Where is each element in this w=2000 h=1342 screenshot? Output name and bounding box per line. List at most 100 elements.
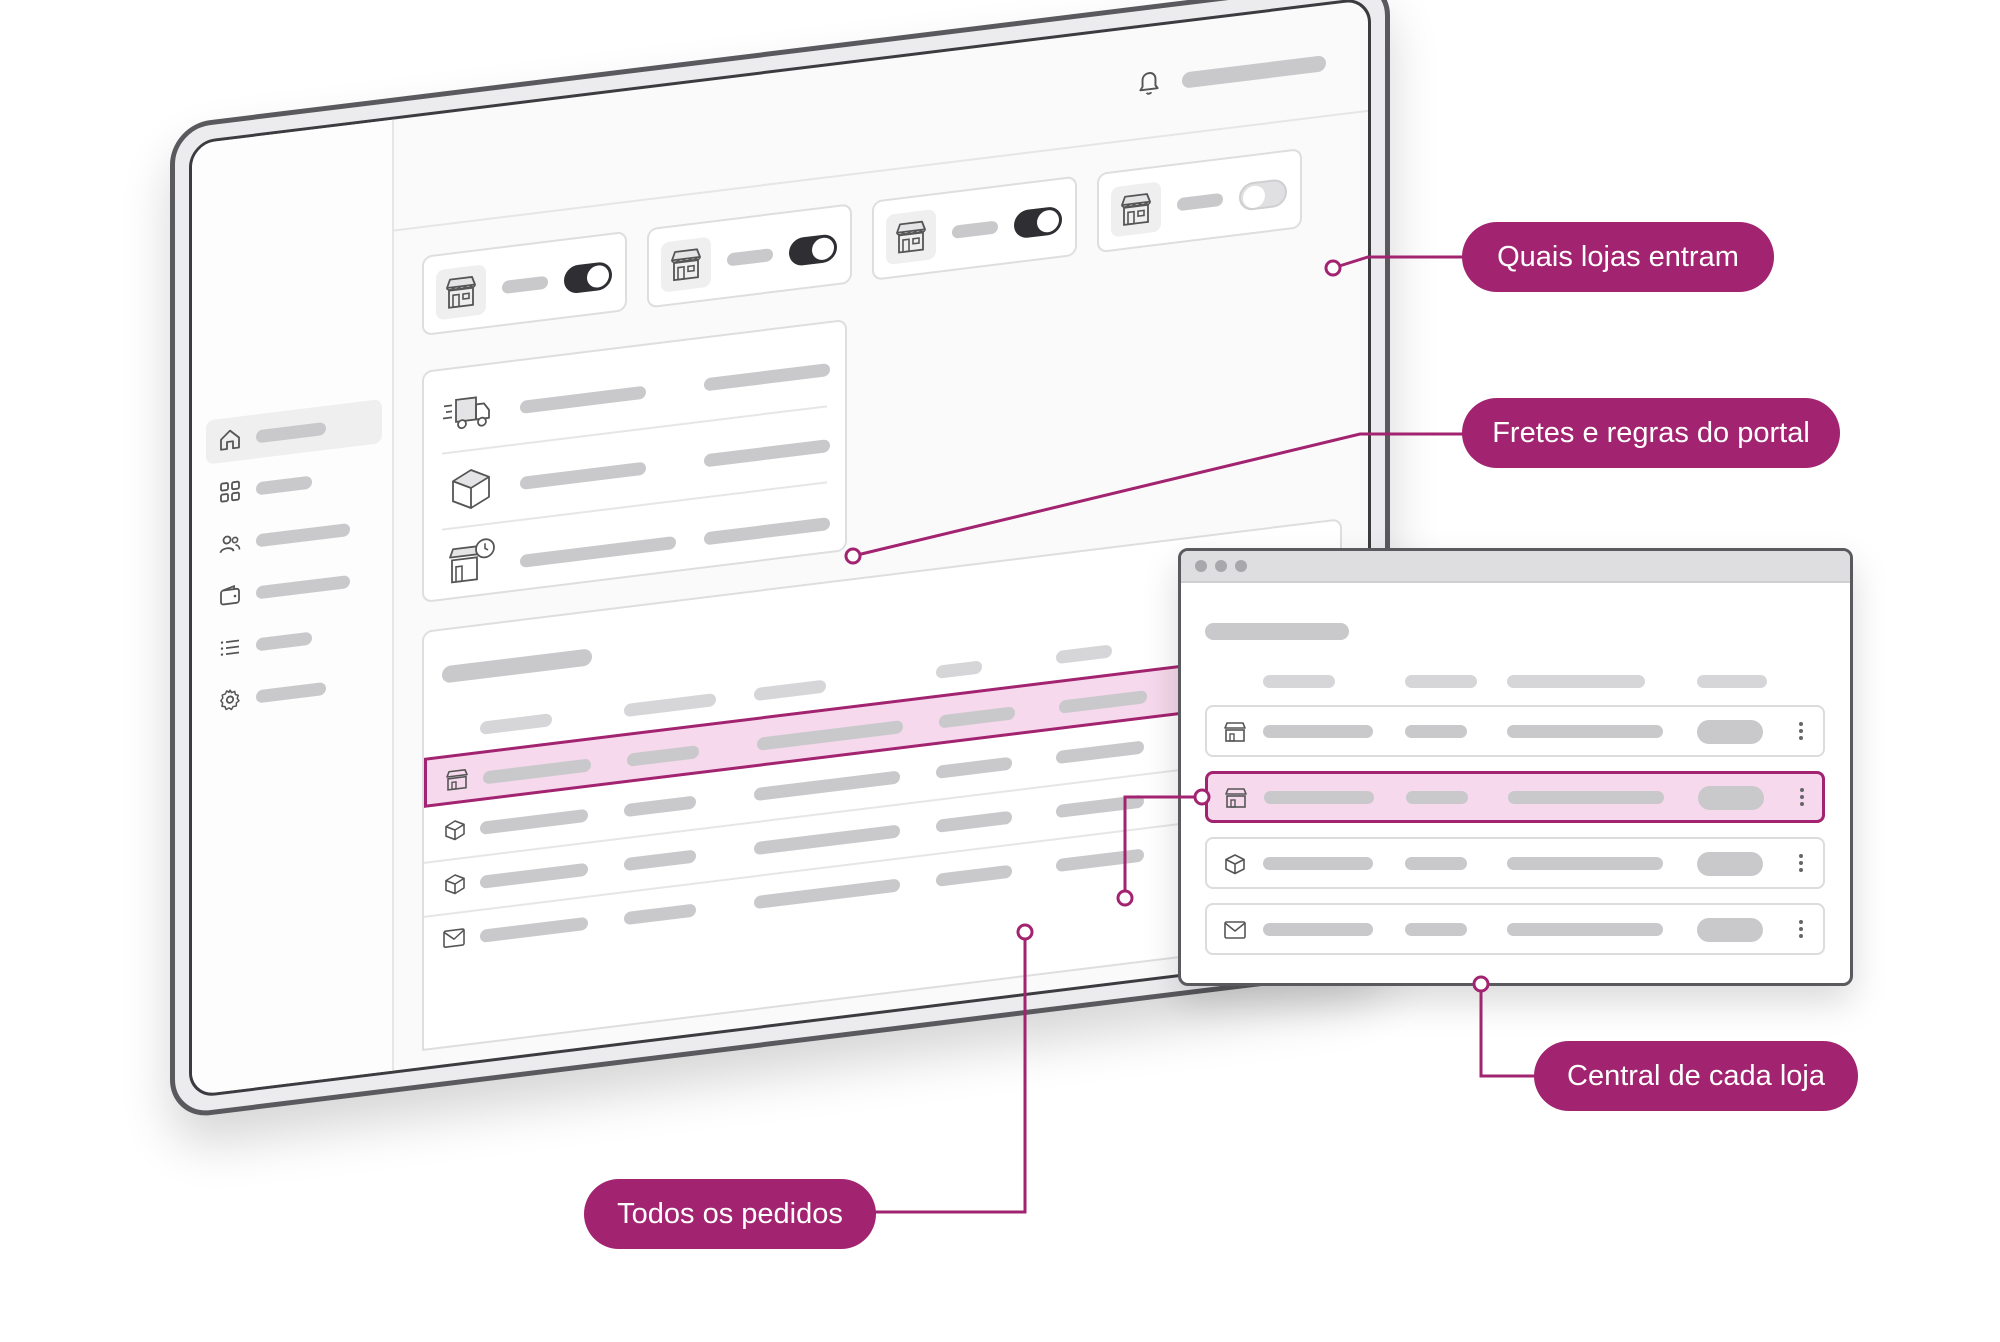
cell-placeholder — [754, 824, 900, 856]
cell-placeholder — [757, 719, 903, 751]
store-icon-tile — [661, 236, 711, 293]
callout-stores: Quais lojas entram — [1462, 222, 1774, 292]
store-row[interactable] — [1205, 771, 1825, 823]
sidebar-item-grid[interactable] — [206, 451, 382, 517]
store-row[interactable] — [1205, 705, 1825, 757]
store-toggle[interactable] — [1239, 177, 1287, 212]
store-icon — [446, 768, 468, 791]
rule-name-placeholder — [520, 461, 646, 491]
box-icon — [445, 820, 465, 841]
store-center-window — [1178, 548, 1853, 986]
callout-all-orders: Todos os pedidos — [584, 1179, 876, 1249]
callout-shipping: Fretes e regras do portal — [1462, 398, 1840, 468]
row-menu-icon[interactable] — [1799, 917, 1805, 941]
store-row[interactable] — [1205, 903, 1825, 955]
column-header — [1697, 675, 1767, 688]
top-bar — [392, 0, 1368, 232]
store-icon-tile — [1111, 181, 1161, 238]
tablet-device — [170, 0, 1390, 1120]
store-toggle-card — [422, 230, 627, 337]
sidebar-item-label — [256, 421, 326, 444]
cell-placeholder — [1264, 791, 1374, 804]
store-name-placeholder — [502, 275, 548, 295]
cell-placeholder — [936, 756, 1012, 779]
sidebar-item-label — [256, 522, 350, 548]
sidebar-item-label — [256, 574, 350, 600]
cell-placeholder — [1059, 690, 1147, 714]
column-header — [936, 660, 982, 679]
bell-icon[interactable] — [1136, 67, 1162, 98]
store-icon — [1225, 788, 1247, 808]
store-toggle[interactable] — [564, 260, 612, 295]
window-minimize-button[interactable] — [1215, 560, 1227, 572]
orders-table-card — [422, 518, 1342, 1052]
store-icon — [446, 276, 476, 309]
cell-placeholder — [939, 706, 1015, 729]
store-name-placeholder — [1177, 192, 1223, 212]
cell-placeholder — [624, 849, 696, 872]
callout-store-center: Central de cada loja — [1534, 1041, 1858, 1111]
status-badge — [1698, 786, 1764, 810]
table-row[interactable] — [424, 806, 1340, 968]
table-title-placeholder — [442, 648, 592, 684]
cell-placeholder — [1507, 923, 1663, 936]
truck-icon — [443, 396, 490, 430]
cell-placeholder — [754, 878, 900, 910]
cell-placeholder — [1405, 923, 1467, 936]
grid-icon — [220, 480, 240, 503]
store-icon — [1224, 722, 1246, 742]
sidebar-item-label — [256, 475, 312, 496]
store-toggle[interactable] — [789, 233, 837, 267]
sidebar-item-users[interactable] — [206, 503, 382, 569]
cell-placeholder — [1508, 791, 1664, 804]
cell-placeholder — [480, 862, 588, 889]
store-icon — [1121, 193, 1151, 226]
cell-placeholder — [936, 810, 1012, 833]
rule-value-placeholder — [704, 438, 830, 468]
cell-placeholder — [1056, 794, 1144, 819]
cell-placeholder — [483, 758, 591, 785]
cell-placeholder — [627, 745, 699, 767]
row-menu-icon[interactable] — [1800, 785, 1806, 809]
store-toggle[interactable] — [1014, 205, 1062, 240]
window-close-button[interactable] — [1195, 560, 1207, 572]
store-name-placeholder — [727, 247, 773, 267]
cell-placeholder — [480, 916, 588, 943]
column-header — [1405, 675, 1477, 688]
status-badge — [1697, 720, 1763, 744]
sidebar-item-list[interactable] — [206, 607, 382, 673]
sidebar-item-label — [256, 631, 312, 652]
table-row[interactable] — [424, 698, 1340, 860]
rule-value-placeholder — [704, 362, 830, 392]
window-maximize-button[interactable] — [1235, 560, 1247, 572]
row-divider — [442, 481, 827, 531]
store-clock-icon — [449, 538, 495, 584]
column-header — [624, 692, 716, 718]
sidebar-item-wallet[interactable] — [206, 555, 382, 621]
status-badge — [1697, 918, 1763, 942]
table-row[interactable] — [424, 645, 1340, 808]
sidebar-item-label — [256, 681, 326, 704]
rule-name-placeholder — [520, 535, 676, 569]
sidebar-item-settings[interactable] — [206, 659, 382, 725]
cell-placeholder — [754, 770, 900, 802]
table-row[interactable] — [424, 752, 1340, 914]
users-icon — [219, 535, 241, 554]
store-row[interactable] — [1205, 837, 1825, 889]
row-menu-icon[interactable] — [1799, 851, 1805, 875]
column-header — [1056, 644, 1112, 665]
box-icon — [1225, 854, 1245, 875]
store-toggle-card — [1097, 148, 1302, 254]
column-header — [754, 679, 826, 702]
cell-placeholder — [1263, 923, 1373, 936]
cell-placeholder — [1406, 791, 1468, 804]
row-menu-icon[interactable] — [1799, 719, 1805, 743]
mail-icon — [443, 928, 465, 948]
cell-placeholder — [1507, 725, 1663, 738]
wallet-icon — [220, 584, 240, 606]
list-icon — [220, 639, 239, 656]
sidebar-item-home[interactable] — [206, 398, 382, 465]
cell-placeholder — [1405, 857, 1467, 870]
cell-placeholder — [936, 864, 1012, 887]
